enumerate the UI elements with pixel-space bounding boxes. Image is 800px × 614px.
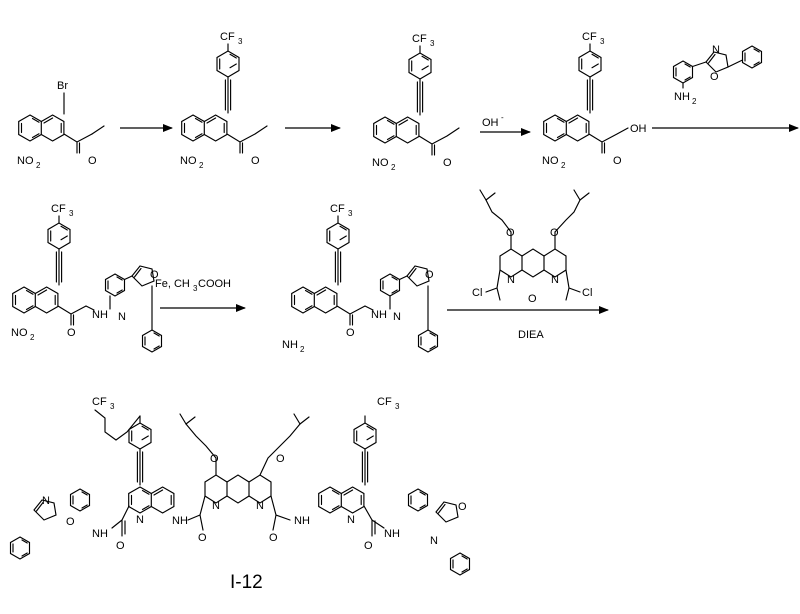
svg-text:NH: NH (674, 91, 690, 103)
reagent-hydrolysis: OH - (482, 113, 504, 129)
svg-text:N: N (393, 311, 401, 323)
svg-text:-: - (501, 113, 504, 122)
svg-text:2: 2 (561, 161, 566, 170)
svg-text:NH: NH (371, 309, 387, 321)
svg-text:N: N (136, 514, 144, 526)
svg-text:NH: NH (282, 339, 298, 351)
svg-text:N: N (712, 44, 720, 56)
svg-text:O: O (458, 501, 467, 513)
atom-no2: NO (17, 155, 34, 167)
svg-text:O: O (346, 327, 355, 339)
atom-cf3: CF (220, 31, 235, 43)
svg-text:OH: OH (482, 117, 499, 129)
svg-text:O: O (276, 453, 285, 465)
compound-label: I-12 (230, 572, 263, 593)
svg-text:O: O (506, 227, 515, 239)
svg-text:NO: NO (372, 157, 389, 169)
svg-text:N: N (551, 274, 559, 286)
svg-text:O: O (269, 532, 278, 544)
svg-text:CF: CF (412, 33, 427, 45)
svg-text:N: N (507, 274, 515, 286)
svg-text:2: 2 (30, 333, 35, 342)
svg-text:3: 3 (193, 284, 198, 293)
atom-oh: OH (630, 123, 647, 135)
svg-text:N: N (256, 500, 264, 512)
compound-5: CF 3 O NH NO 2 N O (11, 203, 163, 353)
svg-text:NH: NH (294, 515, 310, 527)
svg-text:CF: CF (51, 203, 66, 215)
svg-text:NO: NO (11, 327, 28, 339)
atom-o: O (88, 155, 97, 167)
svg-text:CF: CF (330, 203, 345, 215)
svg-text:2: 2 (692, 97, 697, 106)
reagent-phenanthroline-dichloride: O O N N Cl Cl O (472, 189, 592, 305)
svg-text:O: O (550, 227, 559, 239)
svg-text:NH: NH (384, 528, 400, 540)
svg-text:3: 3 (238, 37, 243, 46)
svg-text:O: O (710, 71, 719, 83)
svg-text:Cl: Cl (582, 287, 592, 299)
svg-text:O: O (364, 540, 373, 552)
svg-text:3: 3 (430, 39, 435, 48)
svg-text:O: O (528, 293, 537, 305)
svg-text:3: 3 (600, 37, 605, 46)
atom-no2-sub: 2 (36, 161, 41, 170)
svg-text:CF: CF (377, 396, 392, 408)
svg-text:O: O (66, 516, 75, 528)
svg-text:N: N (430, 535, 438, 547)
svg-text:N: N (212, 500, 220, 512)
atom-br: Br (57, 80, 68, 92)
svg-text:O: O (198, 532, 207, 544)
svg-text:O: O (425, 269, 434, 281)
svg-text:O: O (251, 155, 260, 167)
compound-2: CF 3 O NO 2 (180, 31, 268, 170)
compound-1: Br O NO 2 (17, 80, 105, 170)
svg-text:N: N (42, 495, 50, 507)
reagent-base: DIEA (518, 329, 544, 341)
svg-text:NH: NH (92, 528, 108, 540)
svg-text:NH: NH (92, 309, 108, 321)
svg-text:N: N (118, 311, 126, 323)
reagent-reduction: Fe, CH 3 COOH (155, 278, 231, 293)
svg-text:2: 2 (391, 163, 396, 172)
svg-text:3: 3 (69, 209, 74, 218)
compound-i12: CF 3 O NH N NH N O O O N N O O NH CF 3 O… (9, 396, 471, 576)
compound-4: CF 3 O OH NO 2 (542, 31, 647, 170)
compound-3: CF 3 O NO 2 (372, 33, 460, 172)
svg-text:O: O (443, 157, 452, 169)
svg-text:O: O (67, 327, 76, 339)
svg-text:O: O (613, 155, 622, 167)
svg-text:COOH: COOH (198, 278, 231, 290)
svg-text:CF: CF (582, 31, 597, 43)
svg-text:3: 3 (110, 402, 115, 411)
svg-text:CF: CF (92, 396, 107, 408)
svg-text:3: 3 (348, 209, 353, 218)
svg-text:Fe, CH: Fe, CH (155, 278, 190, 290)
compound-6: CF 3 O NH NH 2 N O (282, 203, 439, 354)
svg-text:O: O (116, 540, 125, 552)
svg-text:2: 2 (300, 345, 305, 354)
svg-text:NO: NO (180, 155, 197, 167)
svg-text:O: O (150, 269, 159, 281)
svg-text:N: N (347, 514, 355, 526)
reagent-aminophenyl-oxazoline: NH 2 N O (672, 44, 763, 106)
svg-text:NH: NH (172, 515, 188, 527)
svg-text:NO: NO (542, 155, 559, 167)
svg-text:Cl: Cl (472, 287, 482, 299)
svg-text:O: O (210, 453, 219, 465)
svg-text:2: 2 (199, 161, 204, 170)
svg-text:3: 3 (395, 402, 400, 411)
